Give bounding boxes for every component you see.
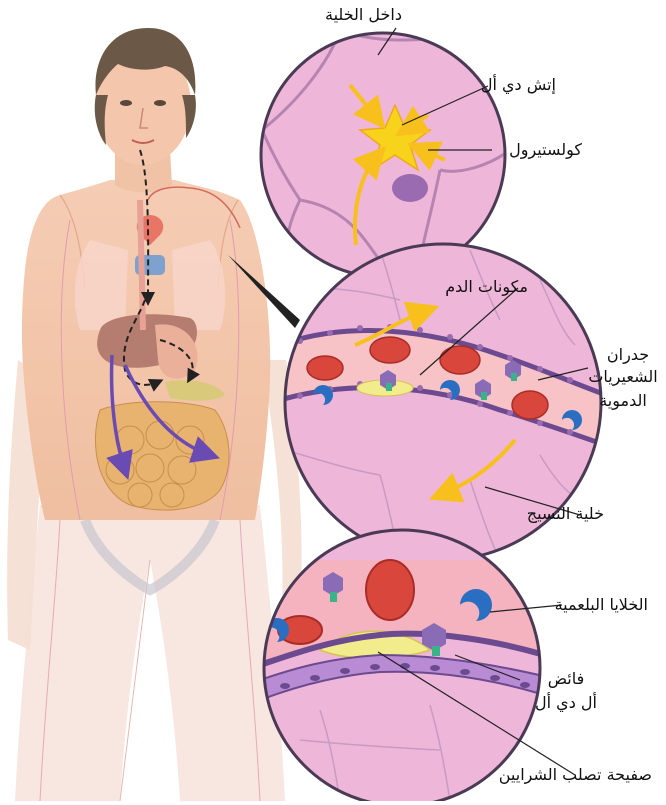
label-atherosclerotic-plaque: صفيحة تصلب الشرايين	[499, 764, 652, 786]
label-capillary-walls-1: جدران	[590, 344, 666, 366]
label-inside-cell: داخل الخلية	[325, 4, 402, 26]
label-phagocytes: الخلايا البلعمية	[555, 594, 648, 616]
body-figure	[7, 28, 302, 801]
label-tissue-cell: خلية النسيج	[527, 503, 604, 525]
label-capillary-walls-3: الدموية	[580, 390, 666, 412]
magnifier-lens-artery	[260, 530, 560, 801]
label-blood-components: مكونات الدم	[445, 276, 528, 298]
label-capillary-walls-2: الشعيريات	[580, 366, 666, 388]
label-cholesterol: كولستيرول	[509, 139, 582, 161]
label-excess-ldl-2: أل دي أل	[518, 692, 614, 714]
label-excess-ldl-1: فائض	[526, 668, 606, 690]
label-hdl: إتش دي أل	[481, 74, 556, 96]
